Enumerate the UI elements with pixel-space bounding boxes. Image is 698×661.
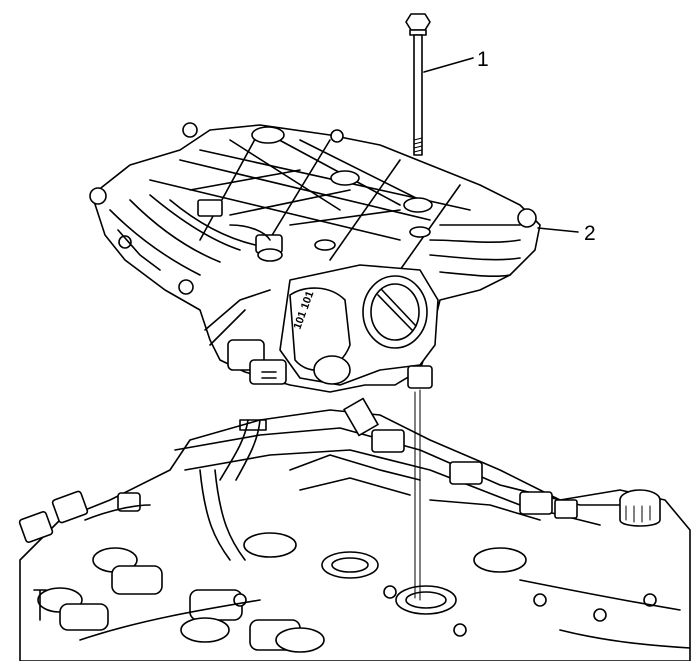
intake-manifold: 101 101 [89,122,541,393]
throttle-body: 101 101 [279,264,439,386]
callout-1: 1 [423,48,489,73]
ignition-coil-1 [92,547,163,595]
callout-1-leader [423,57,474,73]
ignition-coil-3 [180,589,243,643]
engine-cylinder-head [18,397,691,661]
ignition-coil-2 [37,587,109,631]
callout-2-label: 2 [584,222,596,245]
intake-port-1 [243,532,297,558]
callout-2: 2 [537,222,596,245]
callout-2-leader [537,227,579,233]
callout-1-label: 1 [477,48,489,71]
intake-port-3 [395,585,457,615]
intake-port-2 [321,551,379,579]
ignition-coil-4 [249,619,325,653]
intake-port-4 [473,547,527,573]
manifold-connector [227,339,287,385]
manifold-bolt [405,13,431,156]
